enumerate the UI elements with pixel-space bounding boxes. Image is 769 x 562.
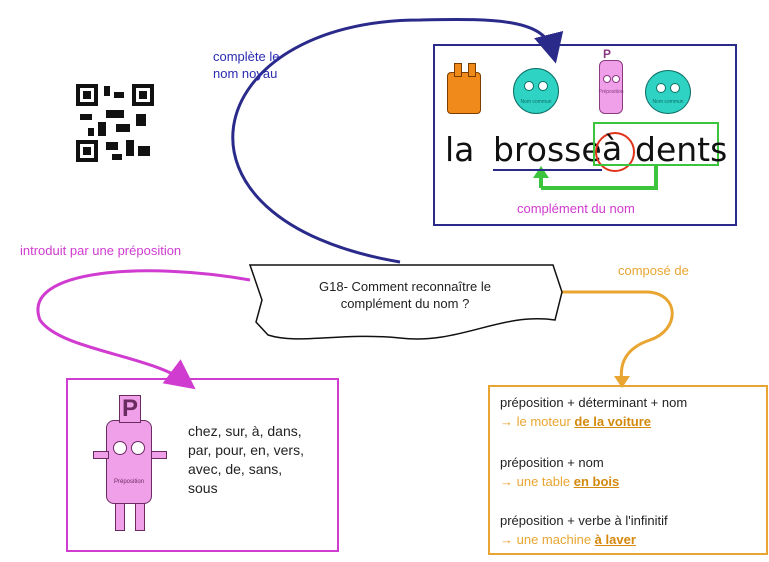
formula-2: préposition + nom xyxy=(500,455,604,470)
preposition-mascot-icon: P Préposition xyxy=(598,47,624,114)
qr-code-icon[interactable] xyxy=(76,84,154,162)
preposition-mascot-icon: P Préposition xyxy=(93,395,167,531)
complement-caption: complément du nom xyxy=(517,201,635,216)
word-la: la xyxy=(445,130,475,169)
page-title: G18- Comment reconnaître le complément d… xyxy=(319,279,491,311)
formula-1: préposition + déterminant + nom xyxy=(500,395,688,410)
title-scroll xyxy=(248,264,563,340)
word-brosse: brosse xyxy=(493,130,602,171)
example-3: → une machine à laver xyxy=(500,532,636,547)
pink-label: introduit par une préposition xyxy=(20,243,182,258)
word-a: à xyxy=(602,129,623,168)
preposition-circle xyxy=(595,132,635,172)
pink-arrow xyxy=(36,269,251,390)
example-2: → une table en bois xyxy=(500,474,620,489)
blue-label: complète le nom noyau xyxy=(213,49,280,81)
prepositions-box: P Préposition chez, sur, à, dans, par, p… xyxy=(66,378,339,552)
orange-arrow xyxy=(560,290,674,385)
blue-arrow xyxy=(231,17,564,264)
noun-mascot-icon: Nom commun xyxy=(513,68,559,114)
determinant-mascot-icon xyxy=(447,63,481,114)
composition-box: préposition + déterminant + nom → le mot… xyxy=(488,385,768,555)
example-box: Nom commun P Préposition Nom commun la b… xyxy=(433,44,737,226)
prepositions-list: chez, sur, à, dans, par, pour, en, vers,… xyxy=(188,423,304,496)
orange-label: composé de xyxy=(618,263,689,278)
word-dents: dents xyxy=(635,130,728,169)
complement-frame xyxy=(593,122,719,166)
formula-3: préposition + verbe à l'infinitif xyxy=(500,513,668,528)
example-1: → le moteur de la voiture xyxy=(500,414,651,429)
noun-mascot-icon: Nom commun xyxy=(645,70,691,114)
